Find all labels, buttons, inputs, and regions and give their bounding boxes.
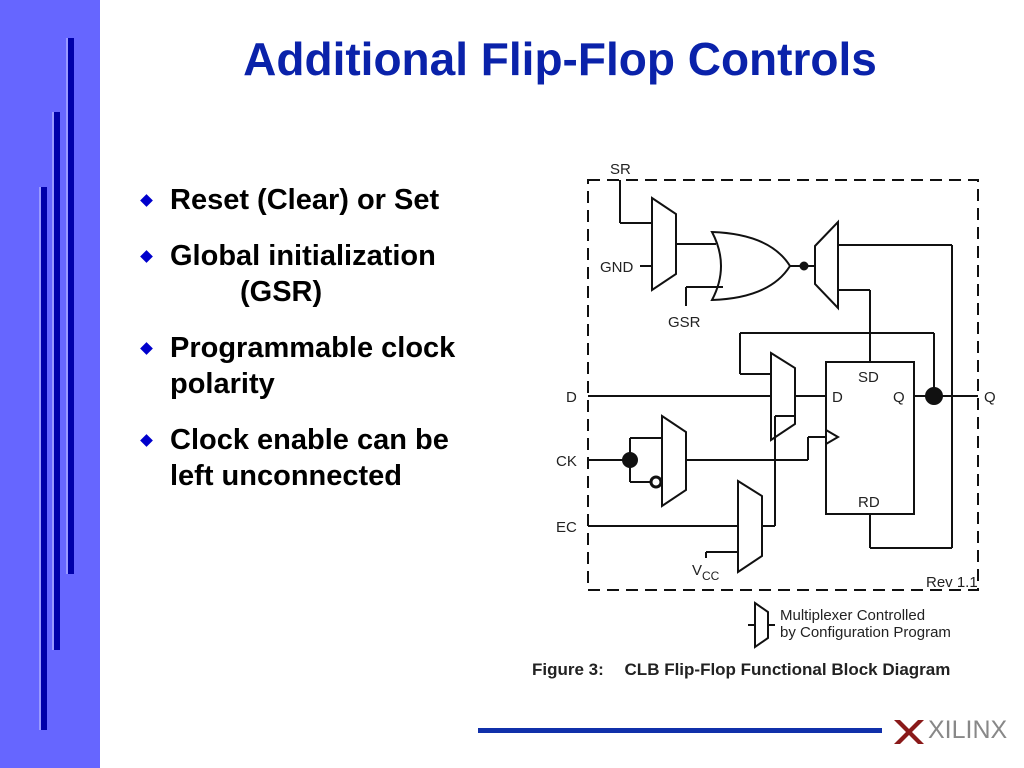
set-reset-mux: [814, 219, 839, 311]
bullet-text-continued: polarity: [170, 368, 275, 400]
slide-title: Additional Flip-Flop Controls: [243, 33, 877, 85]
bullet-diamond-icon: [140, 194, 153, 207]
clock-input-triangle: [825, 429, 840, 445]
bullet-item: Reset (Clear) or Set: [138, 182, 518, 218]
legend-line-1: Multiplexer Controlled: [780, 607, 925, 624]
bullet-text-continued: (GSR): [240, 276, 323, 308]
bullet-item: Programmable clock polarity: [138, 330, 518, 402]
ck-label: CK: [556, 453, 577, 470]
xilinx-logo-icon: [894, 720, 924, 744]
vcc-label: VCC: [692, 562, 720, 583]
d-pin-label: D: [832, 389, 843, 406]
footer-rule: [478, 728, 882, 733]
figure-title: CLB Flip-Flop Functional Block Diagram: [624, 660, 951, 679]
or-gate: [710, 230, 792, 302]
rd-pin-label: RD: [858, 494, 880, 511]
gnd-label: GND: [600, 259, 634, 276]
d-mux: [770, 351, 796, 442]
bullet-text: Clock enable can be: [170, 424, 449, 456]
legend-line-2: by Configuration Program: [780, 624, 951, 641]
sidebar: [0, 0, 100, 768]
clb-boundary: [587, 179, 979, 591]
revision-label: Rev 1.1: [926, 574, 978, 591]
gsr-label: GSR: [668, 314, 701, 331]
sidebar-bar-1: [66, 38, 74, 574]
sidebar-bar-2: [52, 112, 60, 650]
bullet-item: Clock enable can be left unconnected: [138, 422, 518, 494]
sr-mux: [651, 196, 677, 292]
bullet-text: Programmable clock: [170, 332, 456, 364]
sidebar-bar-3: [39, 187, 47, 730]
logo-text: XILINX: [928, 716, 1008, 744]
sd-pin-label: SD: [858, 369, 879, 386]
bullet-diamond-icon: [140, 250, 153, 263]
clock-enable-mux: [737, 479, 763, 574]
sr-label: SR: [610, 161, 631, 178]
q-output-label: Q: [984, 389, 996, 406]
legend-mux-icon: [754, 601, 769, 649]
bullet-diamond-icon: [140, 434, 153, 447]
d-input-label: D: [566, 389, 577, 406]
inverter-bubble: [649, 475, 663, 489]
bullet-text-continued: left unconnected: [170, 460, 403, 492]
bullet-diamond-icon: [140, 342, 153, 355]
bullet-item: Global initialization (GSR): [138, 238, 518, 310]
bullet-text: Global initialization: [170, 240, 436, 272]
q-pin-label: Q: [893, 389, 905, 406]
figure-number: Figure 3:: [532, 660, 604, 679]
figure-caption: Figure 3: CLB Flip-Flop Functional Block…: [532, 660, 950, 680]
clock-polarity-mux: [661, 414, 687, 508]
ec-label: EC: [556, 519, 577, 536]
bullet-text: Reset (Clear) or Set: [170, 184, 440, 216]
flip-flop-block-diagram: SR GND GSR D CK EC VCC SD D Q RD Q Rev 1…: [556, 161, 996, 649]
bullet-list: Reset (Clear) or Set Global initializati…: [138, 182, 518, 514]
